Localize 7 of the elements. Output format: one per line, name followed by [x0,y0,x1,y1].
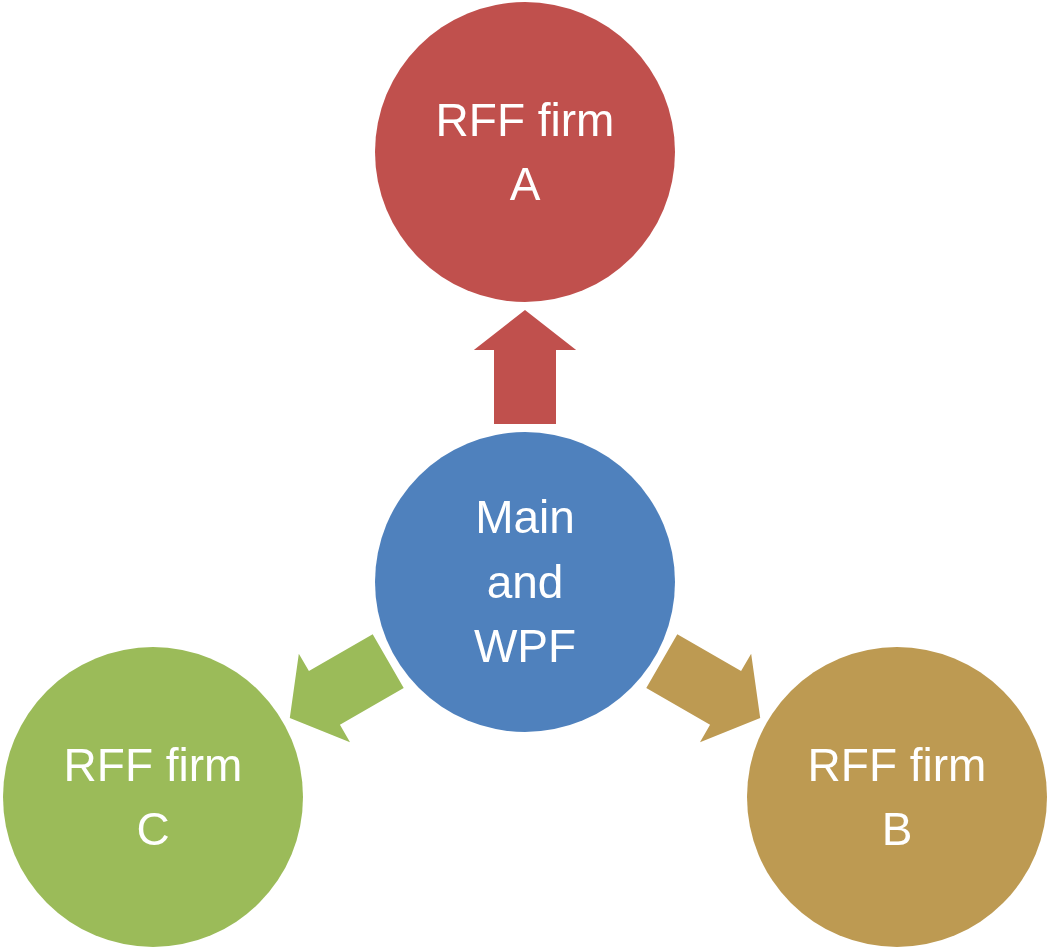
block-arrow [473,310,577,424]
block-arrow [646,634,761,743]
node-label: RFF firm B [806,737,988,857]
node-label: RFF firm A [434,92,616,212]
node-label: Main and WPF [472,490,578,675]
block-arrow [289,634,404,743]
node-label: RFF firm C [62,737,244,857]
